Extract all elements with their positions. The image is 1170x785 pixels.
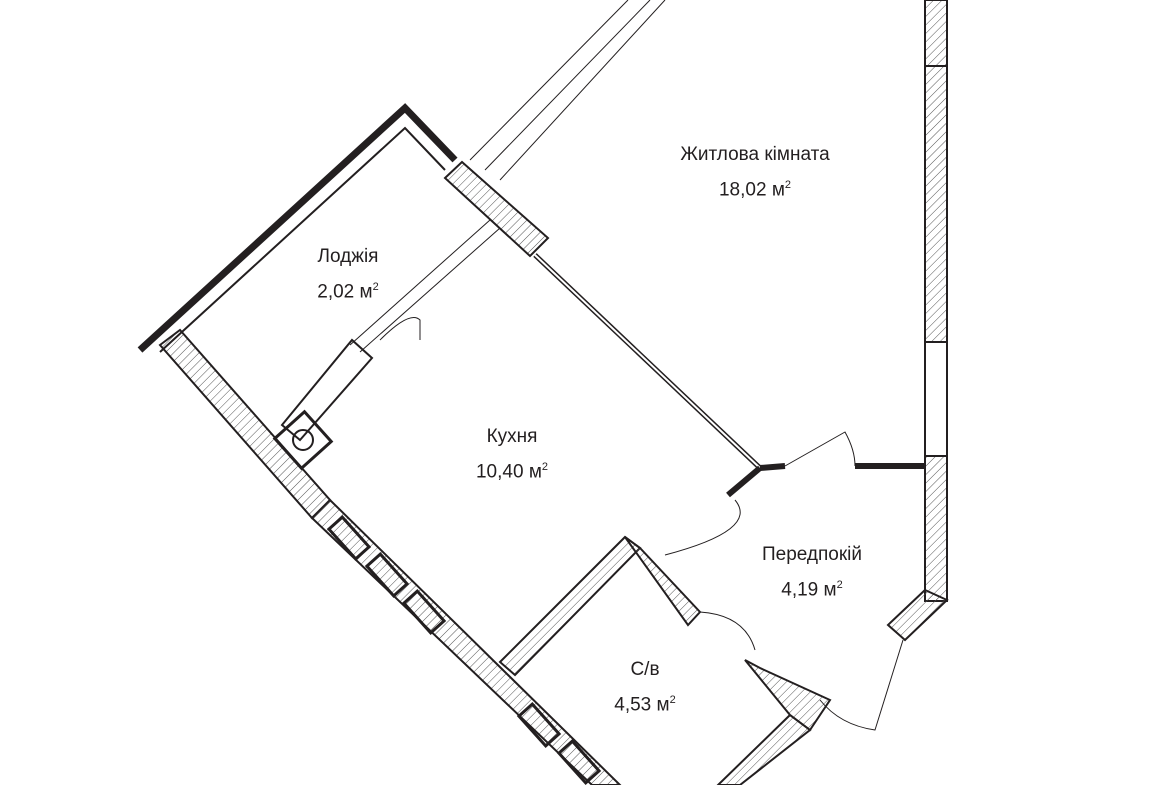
area-unit: м [528, 461, 542, 483]
room-label-loggia: Лоджія 2,02 м2 [317, 242, 378, 307]
area-value: 18,02 [718, 179, 767, 201]
loggia-door-swing [379, 317, 421, 341]
area-value: 4,19 [781, 579, 819, 601]
kitchen-door-swing [664, 499, 741, 556]
room-name: Житлова кімната [680, 144, 830, 165]
room-area: 2,02 м2 [317, 272, 378, 307]
partition-kitchen-door [726, 465, 762, 498]
right-wall-upper [924, 0, 948, 67]
room-area: 18,02 м2 [680, 170, 829, 205]
wall-sill-loggia [280, 338, 374, 442]
area-unit: м [823, 579, 837, 601]
area-power: 2 [669, 694, 676, 706]
loggia-parapet-inner [159, 126, 446, 353]
partition-hall-left [759, 463, 786, 471]
right-wall-bevel [886, 588, 949, 642]
area-unit: м [771, 179, 785, 201]
room-name: Передпокій [761, 544, 863, 565]
living-window [469, 0, 629, 161]
living-door-swing [784, 431, 856, 467]
ventilation-shaft [272, 409, 334, 471]
ventilation-duct [292, 429, 314, 451]
area-power: 2 [372, 281, 379, 293]
room-area: 10,40 м2 [476, 452, 548, 487]
entry-door-swing [819, 639, 904, 731]
loggia-parapet [137, 103, 458, 353]
wall-block-living [443, 160, 550, 258]
area-value: 4,53 [614, 694, 652, 716]
lower-windows [326, 514, 602, 785]
right-wall-lower [924, 455, 948, 602]
area-unit: м [359, 281, 373, 303]
living-window-line [484, 0, 651, 171]
loggia-window [349, 219, 491, 346]
right-wall-mid [924, 65, 948, 343]
area-power: 2 [784, 179, 792, 191]
room-area: 4,53 м2 [614, 685, 675, 720]
room-label-hall: Передпокій 4,19 м2 [762, 540, 862, 605]
loggia-window-line [359, 227, 501, 353]
room-name: Лоджія [317, 246, 379, 267]
living-window-line [499, 0, 666, 181]
room-name: Кухня [486, 426, 538, 447]
room-area: 4,19 м2 [762, 570, 862, 605]
area-power: 2 [836, 579, 843, 591]
bath-wall-right [624, 536, 702, 627]
area-unit: м [656, 694, 670, 716]
bath-door-swing [699, 611, 756, 651]
room-name: С/в [630, 659, 660, 680]
area-value: 10,40 [475, 461, 524, 483]
room-label-bathroom: С/в 4,53 м2 [614, 655, 675, 720]
right-wall-column [924, 341, 948, 457]
bath-wall-lower [716, 713, 812, 785]
room-label-living: Житлова кімната 18,02 м2 [680, 140, 829, 205]
area-value: 2,02 [317, 281, 355, 303]
exterior-wall-lower [310, 498, 622, 785]
area-power: 2 [541, 461, 549, 473]
bath-wall-corner [744, 659, 832, 732]
room-label-kitchen: Кухня 10,40 м2 [476, 422, 548, 487]
